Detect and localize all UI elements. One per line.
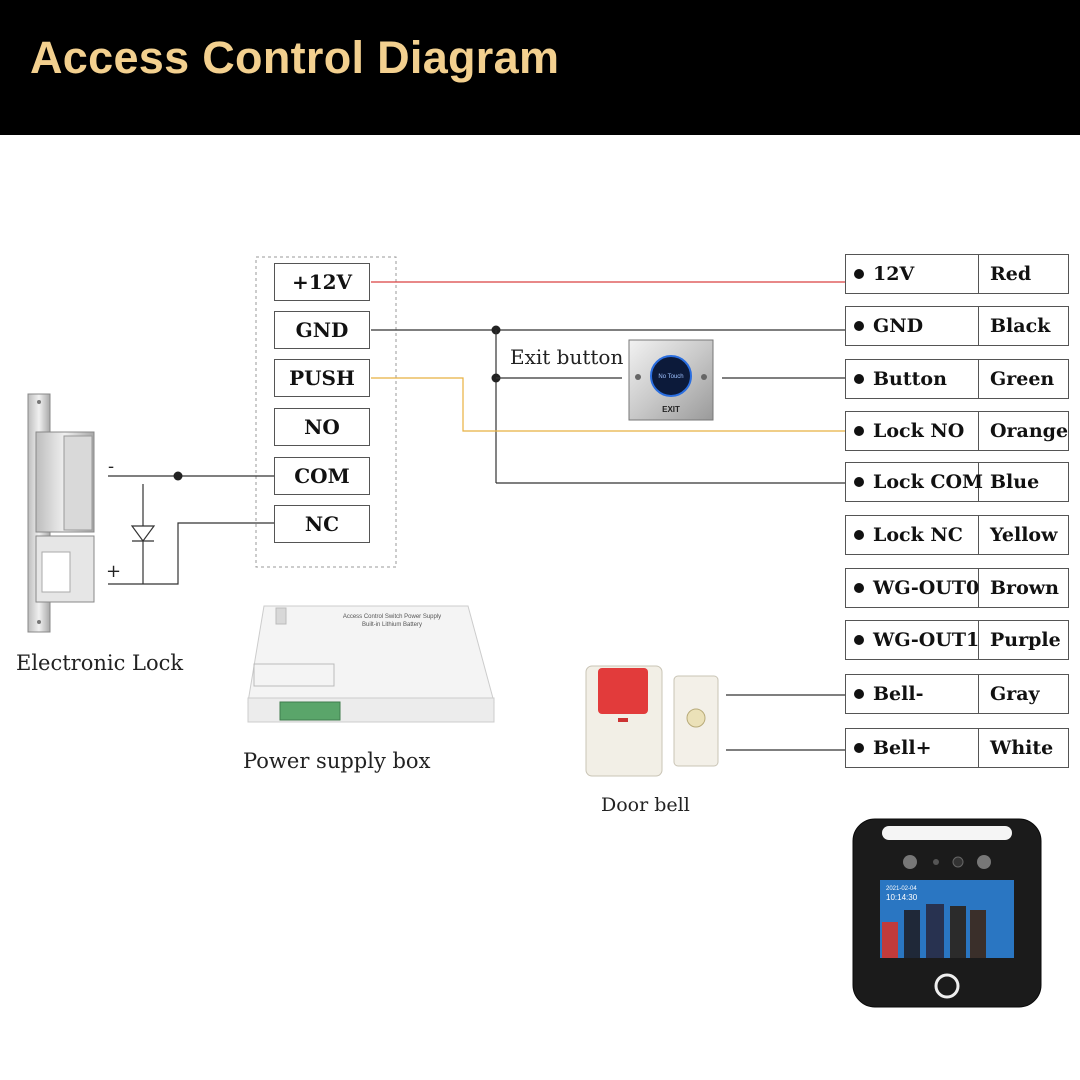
power-box-title: Access Control Switch Power Supply — [343, 614, 441, 620]
door-bell-device — [585, 665, 719, 777]
terminal-push: PUSH — [274, 359, 370, 397]
power-supply-device: Access Control Switch Power Supply Built… — [247, 605, 495, 723]
electronic-lock-device — [27, 393, 95, 633]
pin-color: Yellow — [990, 524, 1058, 546]
pin-row-lock-nc: Lock NC Yellow — [845, 515, 1069, 555]
bullet-icon — [854, 530, 864, 540]
header-bar: Access Control Diagram — [0, 0, 1080, 135]
bullet-icon — [854, 743, 864, 753]
pin-color: Green — [990, 368, 1055, 390]
bullet-icon — [854, 426, 864, 436]
wire-push — [371, 377, 845, 432]
terminal-time: 10:14:30 — [886, 893, 918, 902]
pin-row-wg-out0: WG-OUT0 Brown — [845, 568, 1069, 608]
pin-row-bell-minus: Bell- Gray — [845, 674, 1069, 714]
pin-name: Lock NC — [873, 524, 963, 546]
bullet-icon — [854, 583, 864, 593]
exit-button-device: No Touch EXIT — [628, 339, 714, 421]
pin-name: GND — [873, 315, 924, 337]
terminal-date: 2021-02-04 — [886, 886, 917, 892]
pin-color: Blue — [990, 471, 1040, 493]
terminal-com: COM — [274, 457, 370, 495]
terminal-nc: NC — [274, 505, 370, 543]
pin-color: Red — [990, 263, 1032, 285]
power-supply-label: Power supply box — [243, 749, 431, 773]
pin-name: 12V — [873, 263, 915, 285]
wire-lock-plus — [108, 522, 274, 585]
page-title: Access Control Diagram — [30, 32, 560, 83]
junction-lock-minus — [173, 471, 183, 481]
pin-name: Button — [873, 368, 947, 390]
bullet-icon — [854, 374, 864, 384]
pin-row-lock-com: Lock COM Blue — [845, 462, 1069, 502]
pin-color: Brown — [990, 577, 1059, 599]
pin-name: Bell- — [873, 683, 924, 705]
pin-name: Lock COM — [873, 471, 984, 493]
pin-name: WG-OUT1 — [873, 629, 980, 651]
lock-minus-label: - — [108, 456, 115, 477]
pin-name: WG-OUT0 — [873, 577, 980, 599]
door-bell-label: Door bell — [601, 794, 690, 816]
pin-color: Black — [990, 315, 1051, 337]
pin-name: Bell+ — [873, 737, 932, 759]
bullet-icon — [854, 269, 864, 279]
terminal-gnd: GND — [274, 311, 370, 349]
face-terminal-device: 2021-02-04 10:14:30 — [852, 818, 1042, 1008]
lock-plus-label: + — [106, 561, 122, 582]
electronic-lock-label: Electronic Lock — [16, 651, 184, 675]
exit-button-caption: EXIT — [662, 405, 680, 414]
pin-color: Gray — [990, 683, 1040, 705]
pin-row-lock-no: Lock NO Orange — [845, 411, 1069, 451]
bullet-icon — [854, 477, 864, 487]
terminal-no: NO — [274, 408, 370, 446]
pin-row-button: Button Green — [845, 359, 1069, 399]
pin-row-12v: 12V Red — [845, 254, 1069, 294]
pin-color: Purple — [990, 629, 1061, 651]
terminal-12v: +12V — [274, 263, 370, 301]
bullet-icon — [854, 321, 864, 331]
pin-color: Orange — [990, 420, 1069, 442]
pin-row-bell-plus: Bell+ White — [845, 728, 1069, 768]
pin-name: Lock NO — [873, 420, 965, 442]
pin-row-gnd: GND Black — [845, 306, 1069, 346]
bullet-icon — [854, 689, 864, 699]
pin-row-wg-out1: WG-OUT1 Purple — [845, 620, 1069, 660]
exit-button-label: Exit button — [510, 345, 624, 369]
exit-button-text: No Touch — [658, 374, 683, 380]
power-box-subtitle: Built-in Lithium Battery — [362, 622, 422, 628]
diode-icon — [130, 525, 156, 543]
pin-color: White — [990, 737, 1054, 759]
bullet-icon — [854, 635, 864, 645]
terminal-block-outline — [255, 256, 397, 568]
